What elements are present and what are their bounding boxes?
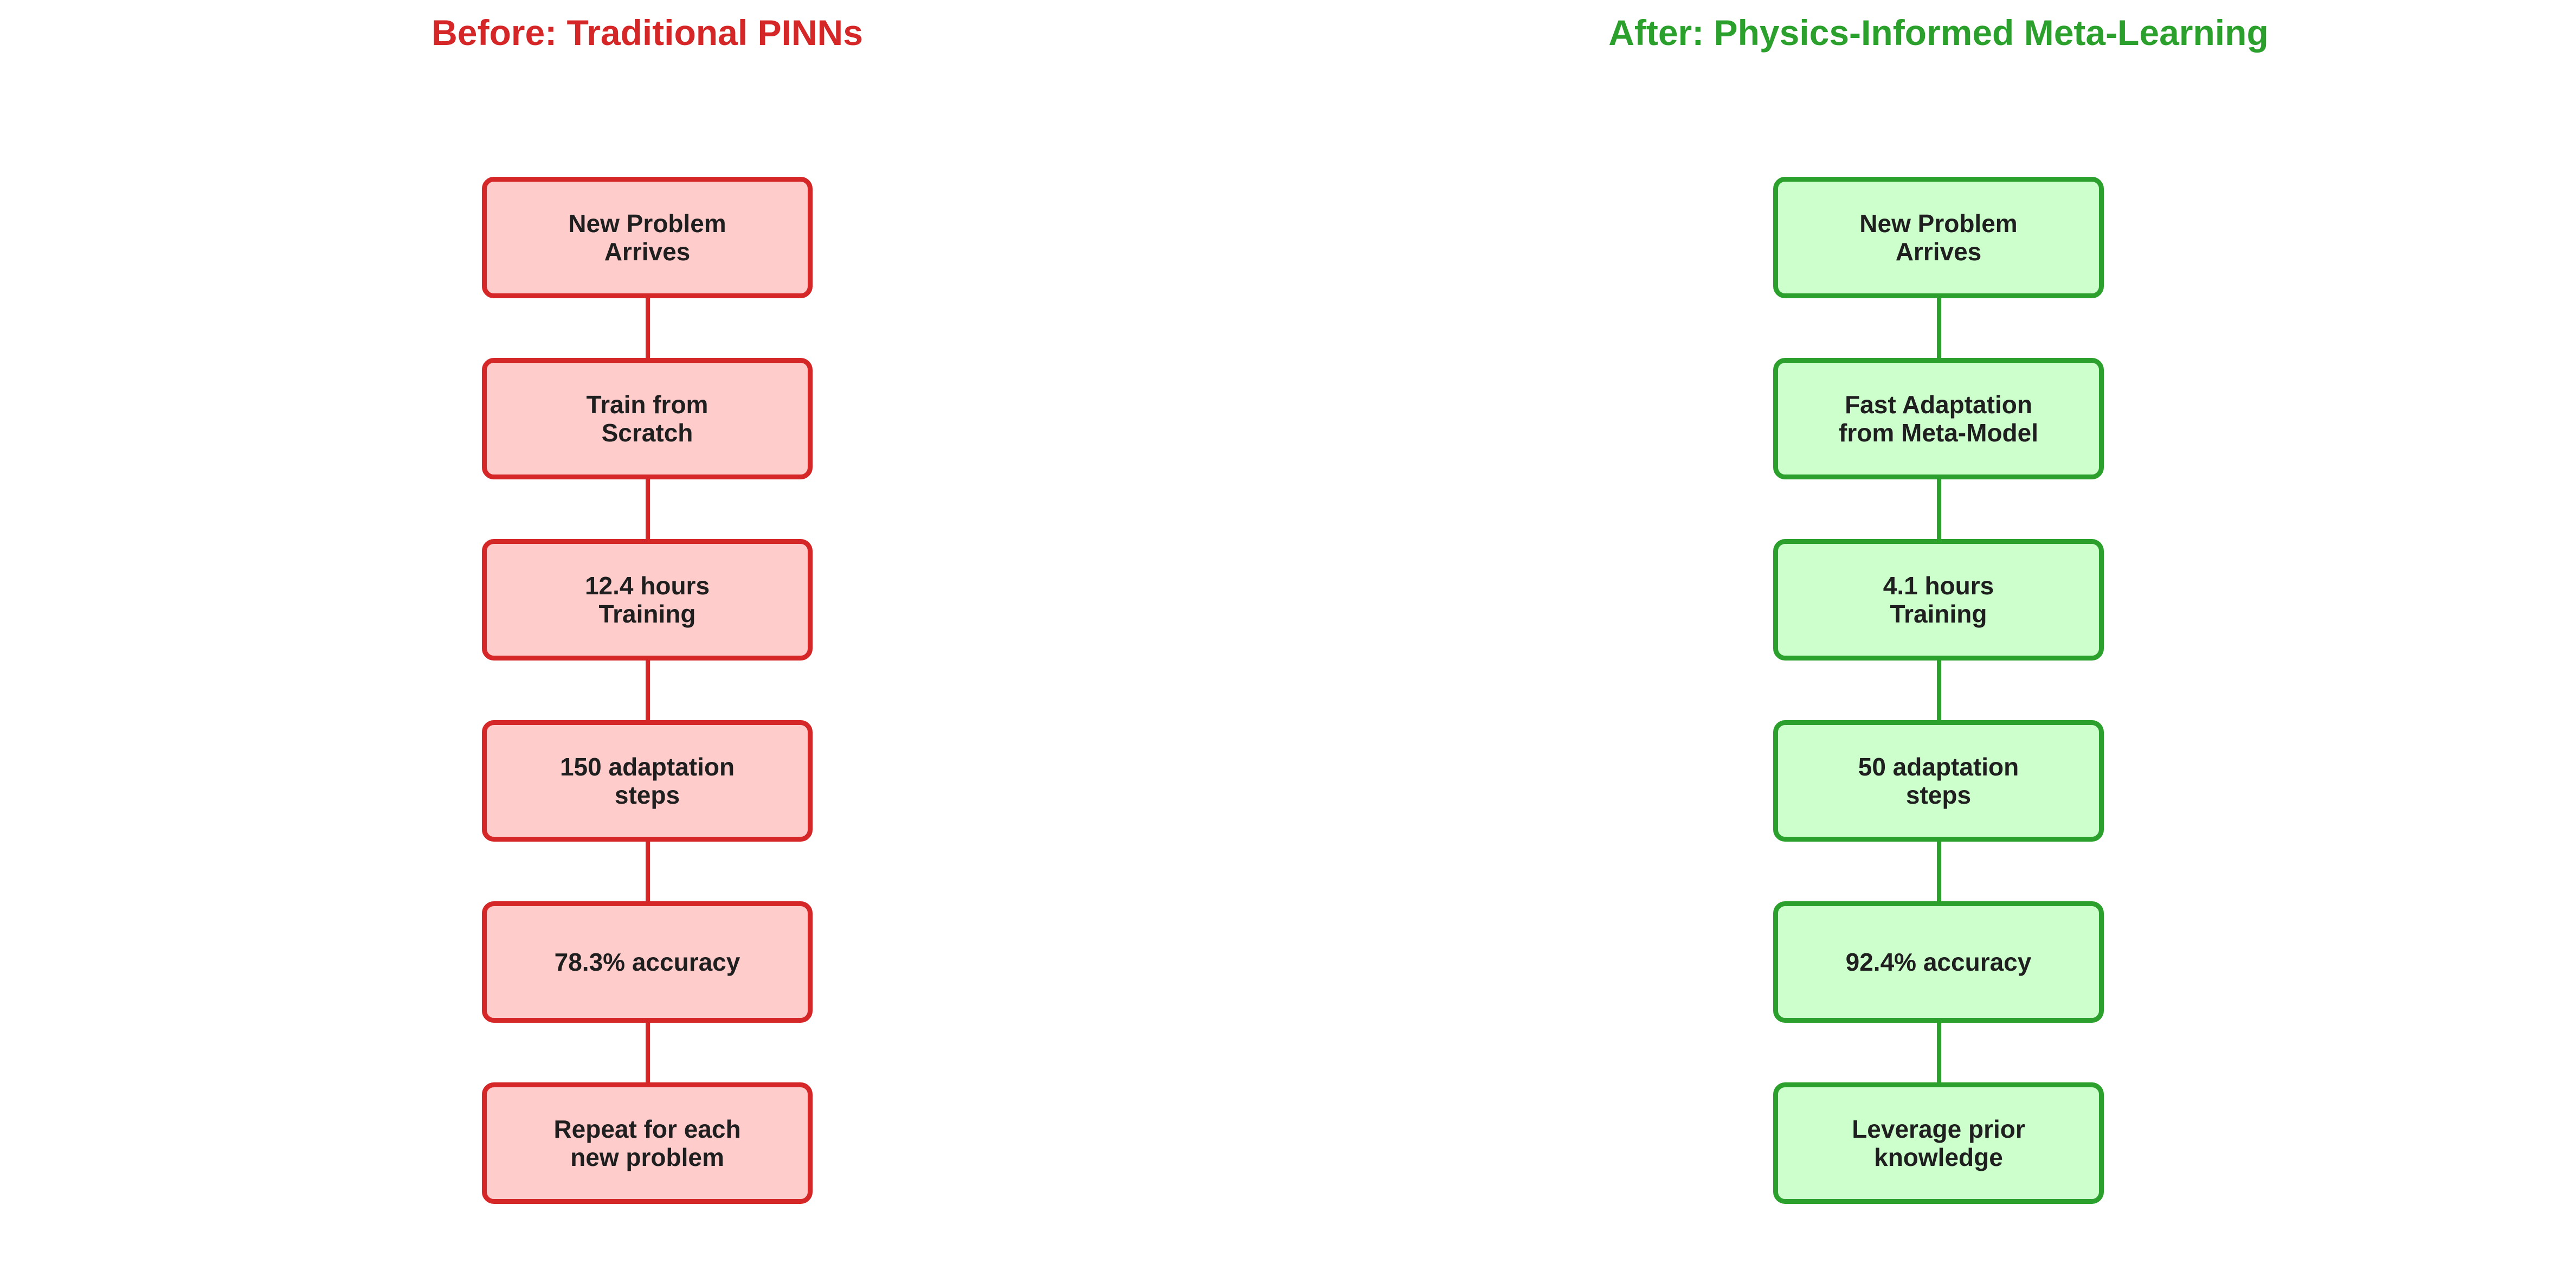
connector — [646, 295, 650, 361]
connector — [1937, 476, 1941, 542]
after-panel-title: After: Physics-Informed Meta-Learning — [1608, 12, 2269, 53]
step-text: New Problem Arrives — [1859, 209, 2018, 266]
after-flowchart: New Problem Arrives Fast Adaptation from… — [1773, 0, 2104, 1276]
step-box-new-problem: New Problem Arrives — [482, 177, 813, 298]
connector — [646, 1019, 650, 1086]
step-box-accuracy: 92.4% accuracy — [1773, 901, 2104, 1023]
step-box-accuracy: 78.3% accuracy — [482, 901, 813, 1023]
step-text: 78.3% accuracy — [554, 948, 740, 976]
step-text: Fast Adaptation from Meta-Model — [1839, 390, 2038, 447]
step-box-train: Train from Scratch — [482, 358, 813, 479]
connector — [1937, 1019, 1941, 1086]
step-box-outcome: Leverage prior knowledge — [1773, 1082, 2104, 1204]
before-panel-title: Before: Traditional PINNs — [432, 12, 863, 53]
connector — [646, 838, 650, 905]
connector — [1937, 657, 1941, 723]
step-text: Repeat for each new problem — [553, 1115, 741, 1171]
step-box-adaptation-steps: 150 adaptation steps — [482, 720, 813, 842]
step-text: 12.4 hours Training — [584, 572, 710, 628]
step-box-training-time: 4.1 hours Training — [1773, 539, 2104, 661]
step-text: 50 adaptation steps — [1858, 753, 2019, 809]
step-text: 150 adaptation steps — [559, 753, 735, 809]
step-text: 4.1 hours Training — [1883, 572, 1994, 628]
step-box-fast-adaptation: Fast Adaptation from Meta-Model — [1773, 358, 2104, 479]
step-box-adaptation-steps: 50 adaptation steps — [1773, 720, 2104, 842]
step-box-training-time: 12.4 hours Training — [482, 539, 813, 661]
step-text: Train from Scratch — [586, 390, 709, 447]
connector — [1937, 295, 1941, 361]
step-text: New Problem Arrives — [568, 209, 726, 266]
step-box-new-problem: New Problem Arrives — [1773, 177, 2104, 298]
step-text: Leverage prior knowledge — [1852, 1115, 2025, 1171]
step-box-outcome: Repeat for each new problem — [482, 1082, 813, 1204]
connector — [646, 657, 650, 723]
connector — [646, 476, 650, 542]
connector — [1937, 838, 1941, 905]
step-text: 92.4% accuracy — [1845, 948, 2032, 976]
before-flowchart: New Problem Arrives Train from Scratch 1… — [482, 0, 813, 1276]
